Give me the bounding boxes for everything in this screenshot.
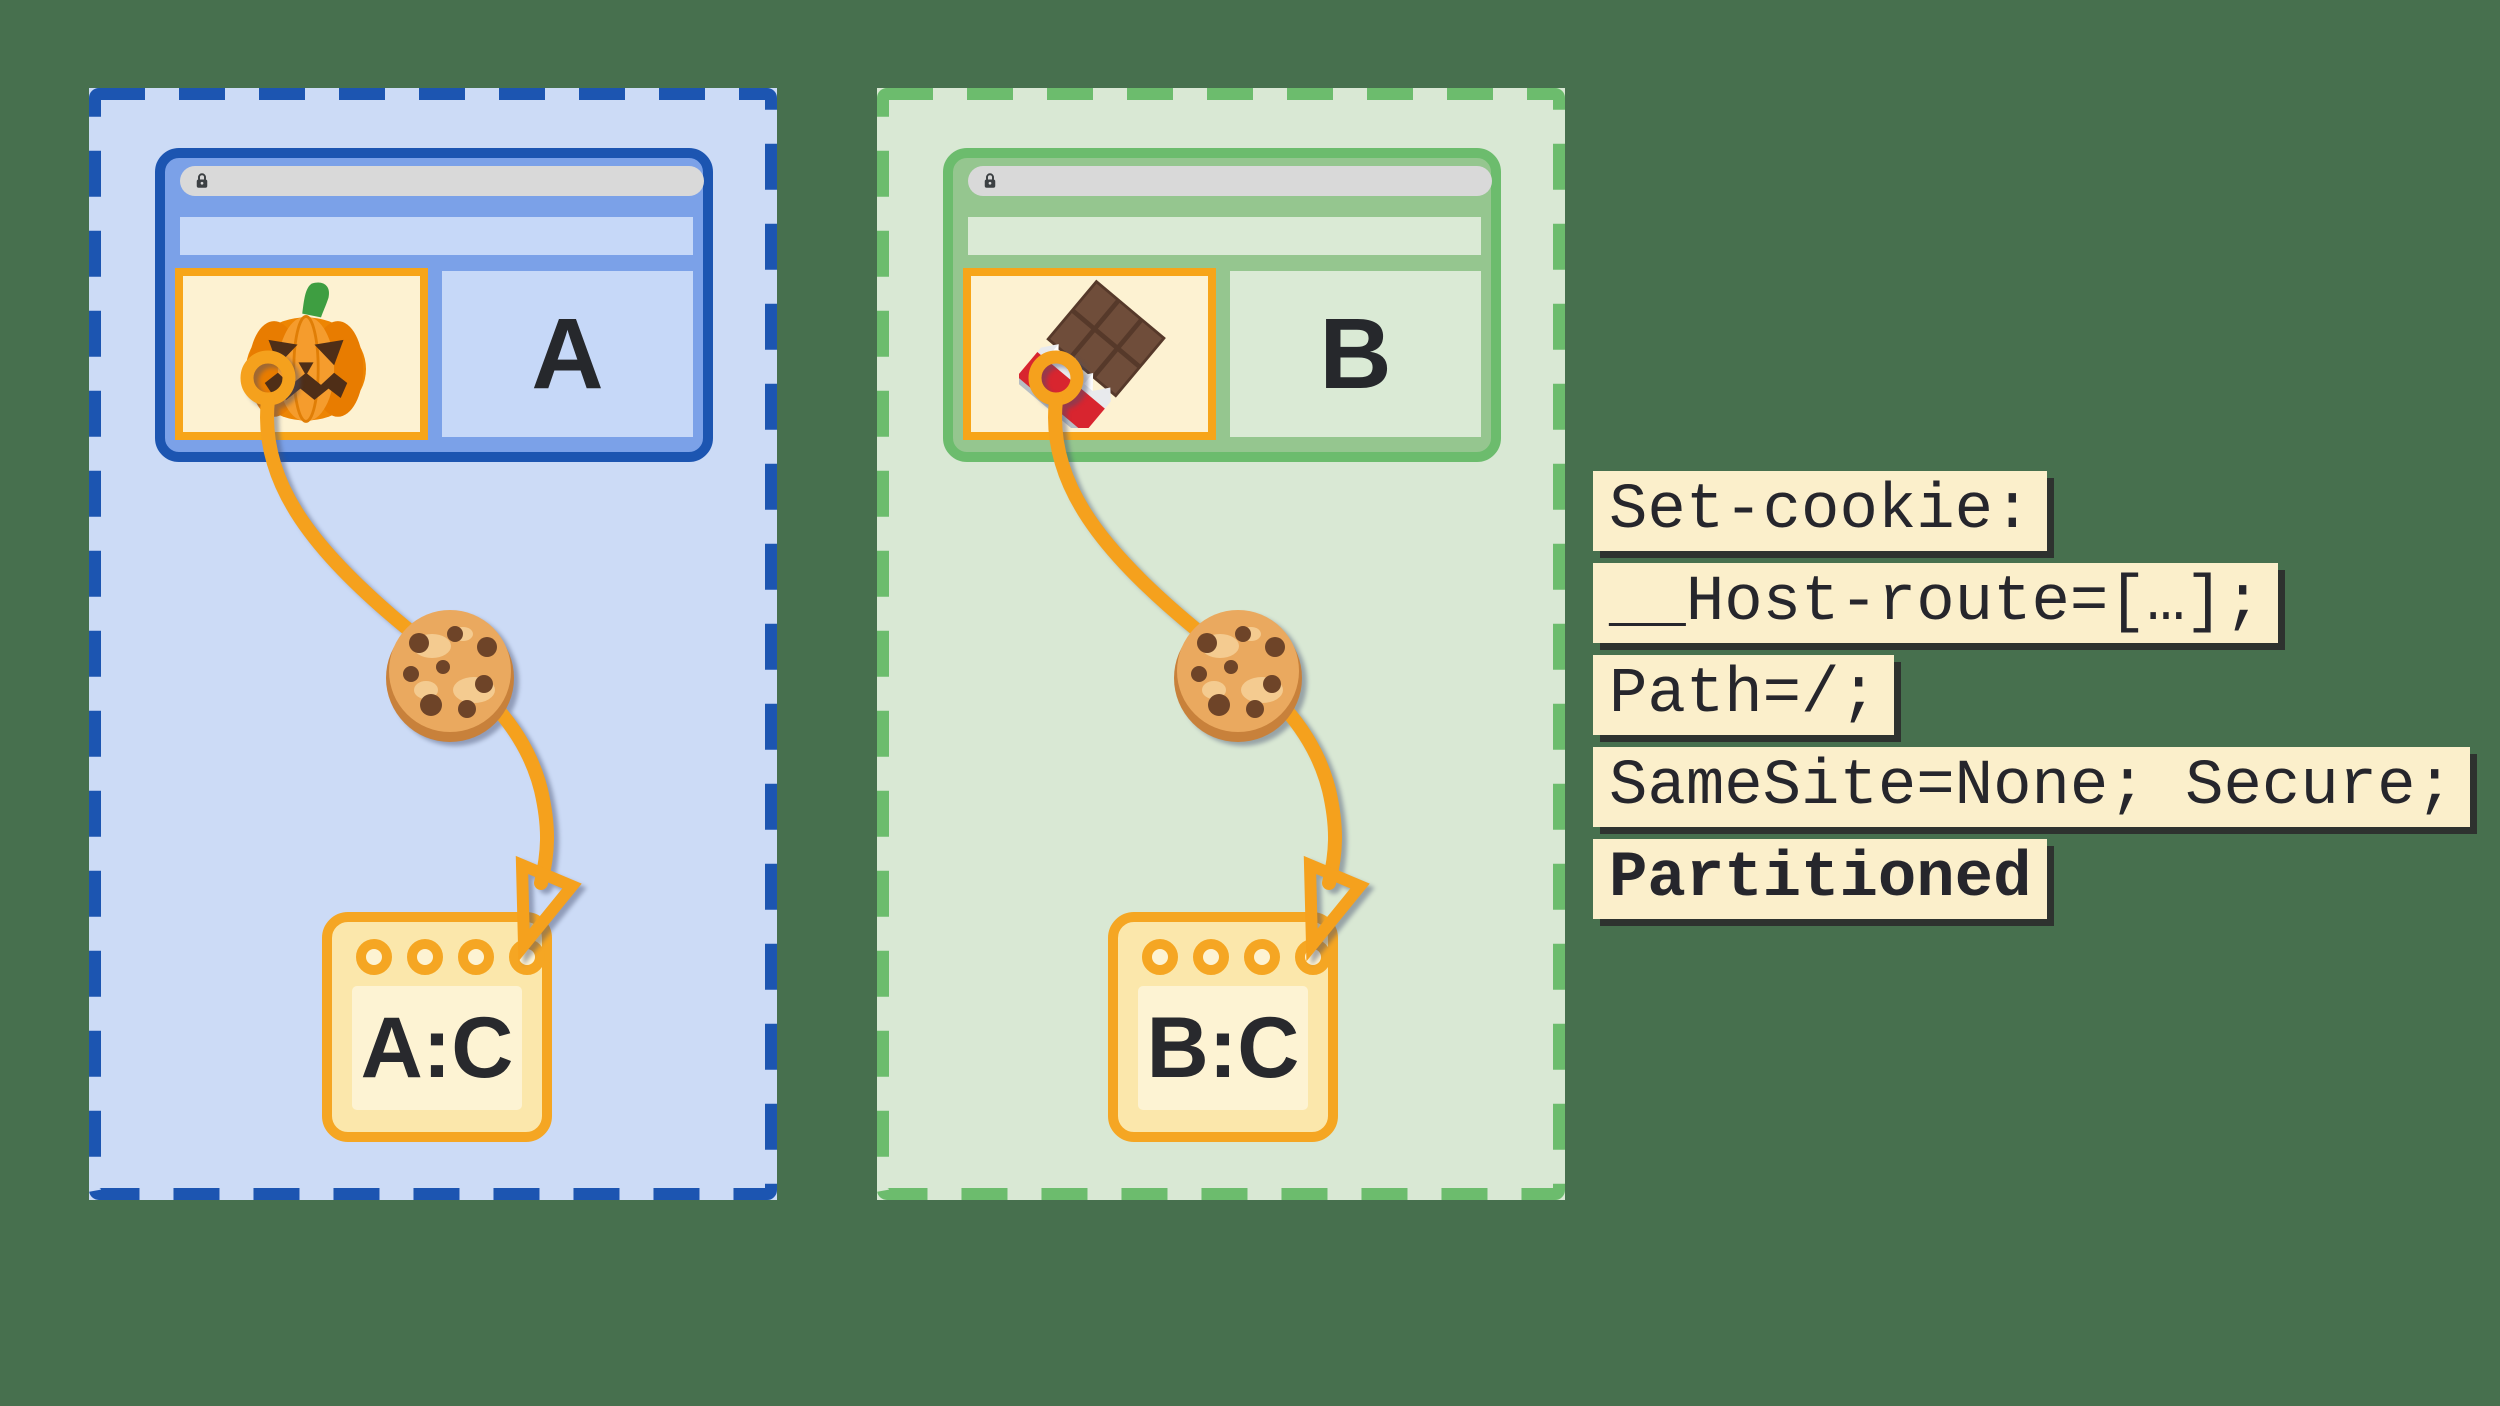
jack-o-lantern-icon [246,282,366,423]
jar-dots [356,939,545,975]
thread-curve [260,393,554,890]
embedded-iframe-c[interactable] [175,268,428,440]
jar-dot [1295,939,1331,975]
jar-b-partition-key: B:C [1146,1000,1300,1096]
code-line-host-route: __Host-route=[…]; [1593,563,2278,643]
site-b-partition: B B:C [877,88,1565,1200]
cookie-jar-a: A:C [322,912,552,1142]
jar-dot [1193,939,1229,975]
cookie-icon [386,610,514,742]
set-cookie-header-snippet: Set-cookie: __Host-route=[…]; Path=/; Sa… [1593,471,2470,931]
code-line-set-cookie: Set-cookie: [1593,471,2048,551]
jar-dot [509,939,545,975]
thread-curve [1048,393,1342,890]
jar-a-partition-key: A:C [360,1000,514,1096]
site-b-label: B [1319,298,1392,410]
lock-icon [984,173,996,188]
browser-b-chrome: B [953,158,1492,452]
browser-window-a: A [155,148,713,462]
code-line-samesite-secure: SameSite=None; Secure; [1593,747,2470,827]
code-line-partitioned: Partitioned [1593,839,2048,919]
jar-panel: B:C [1138,986,1308,1110]
site-a-partition: A A:C [89,88,777,1200]
jar-panel: A:C [352,986,522,1110]
jar-dot [1244,939,1280,975]
jar-dot [356,939,392,975]
site-b-page: B [1230,271,1481,437]
browser-a-chrome: A [165,158,704,452]
address-bar[interactable] [180,166,704,196]
chocolate-bar-icon [1019,279,1166,428]
jar-dot [458,939,494,975]
jar-dot [1142,939,1178,975]
jar-dots [1142,939,1331,975]
lock-icon [196,173,208,188]
browser-window-b: B [943,148,1501,462]
address-bar[interactable] [968,166,1492,196]
jar-dot [407,939,443,975]
page-content-strip [968,217,1481,255]
site-a-label: A [531,298,604,410]
cookie-jar-b: B:C [1108,912,1338,1142]
code-line-path: Path=/; [1593,655,1894,735]
site-a-page: A [442,271,693,437]
cookie-icon [1174,610,1302,742]
page-content-strip [180,217,693,255]
embedded-iframe-c[interactable] [963,268,1216,440]
